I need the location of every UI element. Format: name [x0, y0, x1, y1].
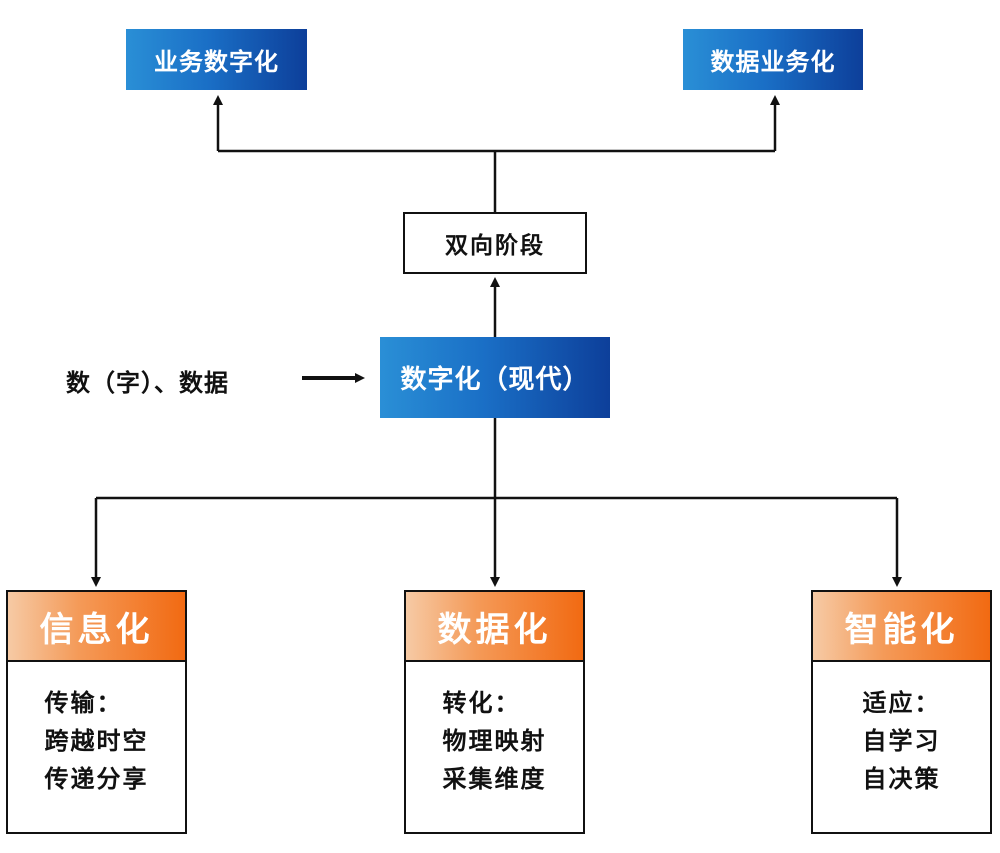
- card-line: 跨越时空: [44, 727, 149, 755]
- card-datafication: 数据化 转化： 物理映射 采集维度: [404, 590, 585, 834]
- card-intelligentization: 智能化 适应： 自学习 自决策: [811, 590, 992, 834]
- card-line: 转化：: [442, 689, 521, 717]
- card-line: 传递分享: [44, 765, 149, 793]
- business-digitalization-label: 业务数字化: [154, 48, 279, 76]
- card-line: 自决策: [862, 765, 941, 793]
- card-title: 智能化: [813, 592, 990, 662]
- card-line: 物理映射: [442, 727, 547, 755]
- card-informatization: 信息化 传输： 跨越时空 传递分享: [6, 590, 187, 834]
- digitalization-core-box: 数字化（现代）: [380, 337, 610, 418]
- card-title: 信息化: [8, 592, 185, 662]
- card-line: 采集维度: [442, 765, 547, 793]
- bidirectional-stage-box: 双向阶段: [403, 212, 587, 274]
- card-title: 数据化: [406, 592, 583, 662]
- bidirectional-stage-label: 双向阶段: [445, 233, 545, 259]
- business-digitalization-box: 业务数字化: [126, 29, 307, 90]
- input-label: 数（字）、数据: [66, 369, 229, 397]
- digitalization-core-label: 数字化（现代）: [400, 365, 590, 395]
- data-businessization-label: 数据业务化: [710, 48, 836, 76]
- card-line: 自学习: [862, 727, 941, 755]
- card-line: 适应：: [862, 689, 941, 717]
- card-line: 传输：: [44, 689, 123, 717]
- data-businessization-box: 数据业务化: [683, 29, 863, 90]
